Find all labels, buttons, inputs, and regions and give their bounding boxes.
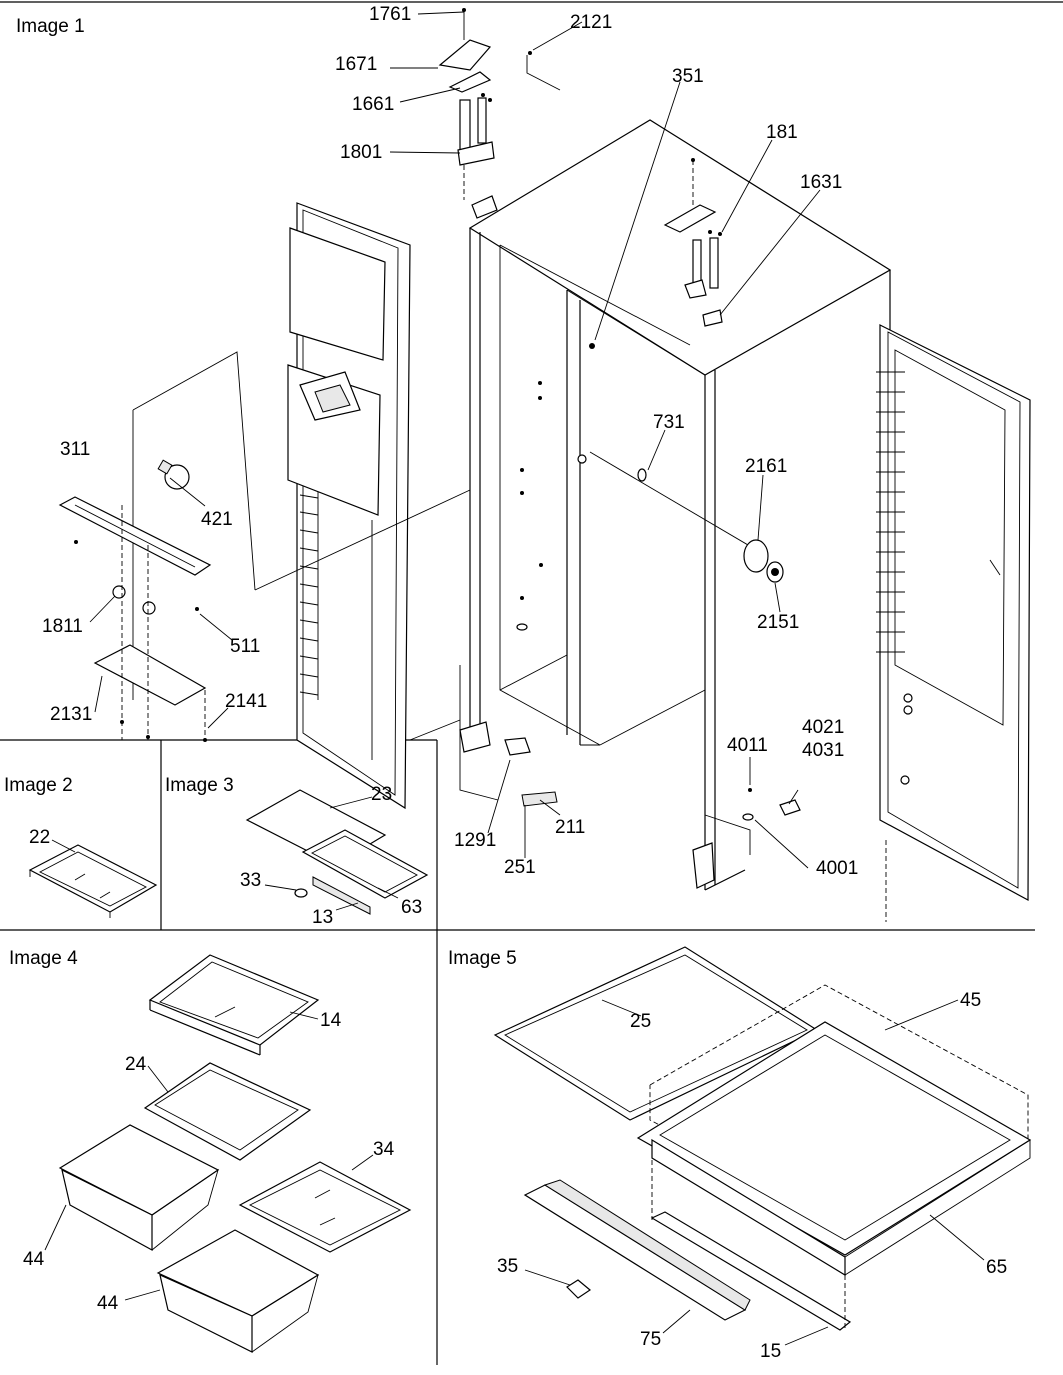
right-door-drawing: [876, 324, 1031, 922]
callout-63: 63: [401, 897, 422, 918]
callout-311: 311: [60, 439, 90, 460]
callout-211: 211: [555, 817, 585, 838]
callout-2131: 2131: [50, 704, 92, 725]
image-5-pantry-drawing: [493, 946, 1032, 1331]
callout-2141: 2141: [225, 691, 267, 712]
light-assembly-drawing: [58, 351, 471, 742]
callout-75: 75: [640, 1329, 661, 1350]
leader-lines: [44, 11, 985, 1346]
image-2-shelf-drawing: [28, 844, 158, 918]
callout-44-right: 44: [97, 1293, 119, 1314]
panel-title-image-1: Image 1: [16, 16, 85, 37]
callout-511: 511: [230, 636, 260, 657]
callout-22: 22: [29, 827, 50, 848]
callout-4021: 4021: [802, 717, 844, 738]
panel-title-image-2: Image 2: [4, 775, 73, 796]
callout-14: 14: [320, 1010, 342, 1031]
left-door-drawing: [287, 202, 411, 810]
callout-181: 181: [766, 122, 798, 143]
panel-title-image-3: Image 3: [165, 775, 234, 796]
callout-4031: 4031: [802, 740, 844, 761]
callouts-image-2-3: 22 23 33 63 13: [29, 784, 422, 928]
callouts-image-1: 1761 2121 1671 1661 351 1801 181 1631 31…: [42, 4, 858, 879]
callout-351: 351: [672, 66, 704, 87]
panel-title-image-4: Image 4: [9, 948, 78, 969]
callout-4011: 4011: [727, 735, 768, 756]
callout-1761: 1761: [369, 4, 411, 25]
callout-1671: 1671: [335, 54, 377, 75]
callout-4001: 4001: [816, 858, 858, 879]
callout-25: 25: [630, 1011, 651, 1032]
callout-44-left: 44: [23, 1249, 45, 1270]
panel-title-image-5: Image 5: [448, 948, 517, 969]
callout-34: 34: [373, 1139, 395, 1160]
thermostat-parts: [516, 451, 801, 855]
door-bin-rungs-left: [299, 492, 319, 700]
callout-421: 421: [201, 509, 233, 530]
image-4-crisper-drawing: [58, 954, 412, 1353]
callout-45: 45: [960, 990, 981, 1011]
callout-1801: 1801: [340, 142, 382, 163]
door-bin-rungs-right: [876, 371, 905, 653]
callout-1631: 1631: [800, 172, 842, 193]
callout-251: 251: [504, 857, 536, 878]
callout-731: 731: [653, 412, 685, 433]
callout-1291: 1291: [454, 830, 496, 851]
callouts-image-5: 45 25 65 35 75 15: [497, 990, 1007, 1362]
callout-15: 15: [760, 1341, 781, 1362]
image-3-shelf-drawing: [245, 789, 429, 915]
callout-33: 33: [240, 870, 261, 891]
callout-2161: 2161: [745, 456, 787, 477]
callout-65: 65: [986, 1257, 1007, 1278]
callout-2121: 2121: [570, 12, 612, 33]
callout-23: 23: [371, 784, 392, 805]
callout-2151: 2151: [757, 612, 799, 633]
callout-24: 24: [125, 1054, 147, 1075]
callout-1661: 1661: [352, 94, 394, 115]
callouts-image-4: 14 24 34 44 44: [23, 1010, 395, 1314]
callout-35: 35: [497, 1256, 518, 1277]
cabinet-drawing: [409, 119, 892, 891]
callout-13: 13: [312, 907, 333, 928]
callout-1811: 1811: [42, 616, 83, 637]
top-hinge-parts: [438, 8, 723, 327]
